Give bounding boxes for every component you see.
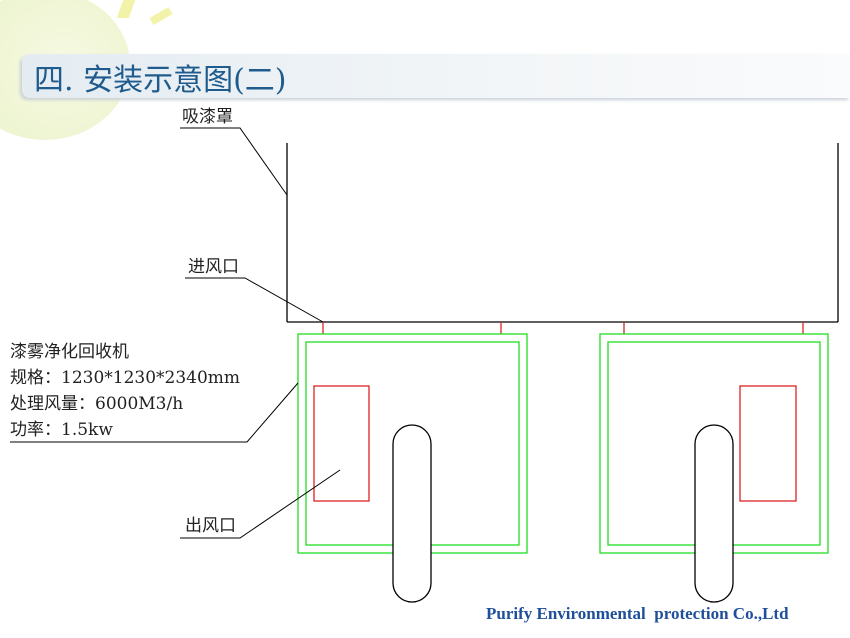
label-airflow: 处理风量：6000M3/h xyxy=(10,394,183,414)
purifier-unit-left xyxy=(297,333,528,603)
air-outlet xyxy=(313,385,370,502)
label-power: 功率：1.5kw xyxy=(10,420,113,440)
capsule-duct xyxy=(694,424,734,603)
page-title: 四. 安装示意图(二) xyxy=(34,63,287,98)
leader-lines xyxy=(10,127,341,539)
label-spec: 规格：1230*1230*2340mm xyxy=(10,368,240,388)
purifier-unit-right xyxy=(599,333,829,603)
title-bar xyxy=(22,54,850,98)
paint-hood xyxy=(286,143,839,323)
capsule-duct xyxy=(392,424,432,603)
air-inlets xyxy=(322,322,804,334)
label-inlet: 进风口 xyxy=(188,257,239,277)
label-hood: 吸漆罩 xyxy=(182,107,233,127)
air-outlet xyxy=(739,385,797,502)
label-machine-name: 漆雾净化回收机 xyxy=(10,342,129,362)
company-footer: Purify Environmental protection Co.,Ltd xyxy=(486,604,789,623)
label-outlet: 出风口 xyxy=(185,516,236,536)
